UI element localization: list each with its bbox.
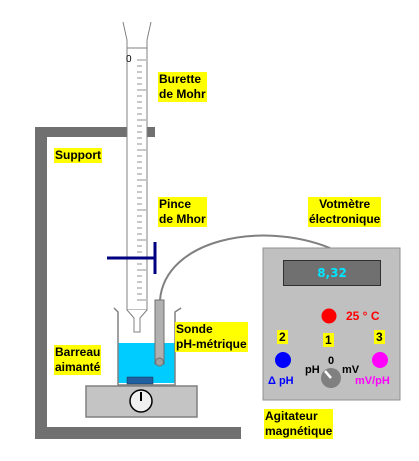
temperature-readout: 25 ° C bbox=[346, 309, 380, 323]
knob-zero-label: 0 bbox=[328, 355, 335, 367]
stir-bar bbox=[126, 376, 154, 385]
button-number-1: 1 bbox=[323, 333, 334, 347]
mv-ph-button[interactable] bbox=[372, 352, 388, 368]
knob-ph-label: pH bbox=[305, 364, 320, 376]
label-barreau: Barreau aimanté bbox=[54, 345, 102, 375]
burette-scale-zero: 0 bbox=[126, 54, 132, 65]
temperature-button[interactable] bbox=[321, 308, 337, 324]
ph-probe bbox=[154, 299, 165, 367]
knob-mv-label: mV bbox=[342, 364, 360, 376]
label-support: Support bbox=[54, 148, 102, 163]
probe-cable bbox=[159, 234, 331, 301]
delta-ph-label: Δ pH bbox=[268, 375, 294, 387]
mv-ph-label: mV/pH bbox=[355, 375, 390, 387]
button-number-3: 3 bbox=[374, 330, 385, 344]
magnetic-stirrer bbox=[85, 385, 198, 418]
burette-clamp bbox=[107, 242, 157, 274]
label-voltmetre: Votmètre électronique bbox=[308, 197, 382, 227]
label-burette: Burette de Mohr bbox=[158, 72, 207, 102]
meter-display: 8,32 bbox=[283, 260, 381, 286]
delta-ph-button[interactable] bbox=[275, 352, 291, 368]
burette bbox=[122, 21, 152, 333]
beaker bbox=[113, 307, 182, 386]
label-agitateur: Agitateur magnétique bbox=[264, 409, 334, 439]
button-number-2: 2 bbox=[277, 330, 288, 344]
label-sonde: Sonde pH-métrique bbox=[175, 322, 248, 352]
support-stand bbox=[35, 127, 241, 439]
label-pince: Pince de Mhor bbox=[158, 197, 207, 227]
